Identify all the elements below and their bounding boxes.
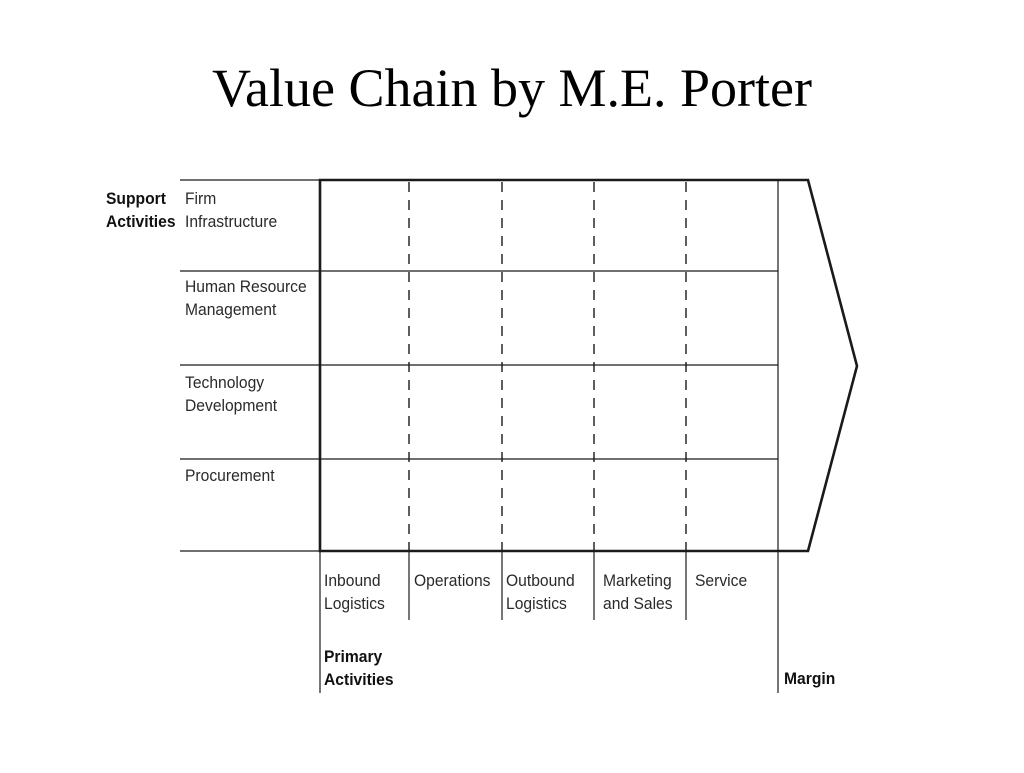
support-activity-human-resource-management: Human Resource Management <box>185 277 307 319</box>
slide-title: Value Chain by M.E. Porter <box>212 58 812 118</box>
support-activity-technology-development: Technology Development <box>185 373 278 415</box>
support-activities-header: Support Activities <box>106 189 176 231</box>
primary-activity-operations: Operations <box>414 571 491 590</box>
primary-activity-marketing-and-sales: Marketing and Sales <box>603 571 673 613</box>
dashed-dividers <box>408 182 687 551</box>
support-activity-firm-infrastructure: Firm Infrastructure <box>185 189 278 231</box>
primary-activity-inbound-logistics: Inbound Logistics <box>324 571 385 613</box>
primary-activities-header: Primary Activities <box>324 647 394 689</box>
margin-label: Margin <box>784 669 836 688</box>
support-activity-procurement: Procurement <box>185 466 275 485</box>
value-chain-arrow-outline <box>318 178 859 553</box>
primary-activity-service: Service <box>695 571 748 590</box>
primary-activity-outbound-logistics: Outbound Logistics <box>506 571 575 613</box>
